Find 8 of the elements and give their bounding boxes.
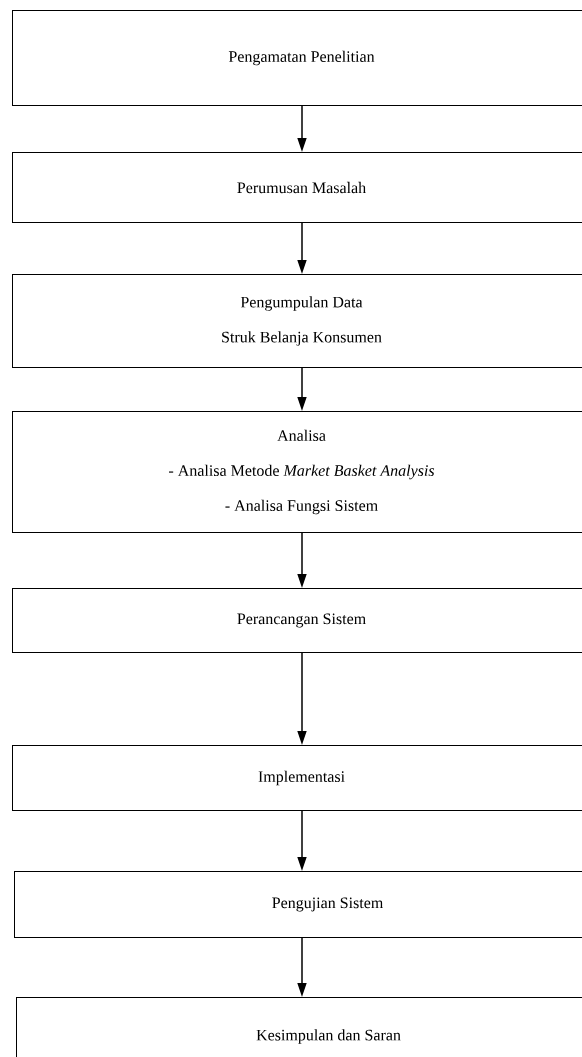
process-box: Pengamatan Penelitian	[12, 10, 582, 106]
process-box: Implementasi	[12, 745, 582, 811]
process-box: Pengujian Sistem	[14, 871, 582, 938]
process-box: Analisa - Analisa Metode Market Basket Analysis - Analisa Fungsi Sistem	[12, 411, 582, 533]
process-box: Kesimpulan dan Saran	[16, 997, 582, 1057]
process-box: Perumusan Masalah	[12, 152, 582, 223]
process-box: Perancangan Sistem	[12, 588, 582, 653]
process-box: Pengumpulan Data Struk Belanja Konsumen	[12, 274, 582, 368]
